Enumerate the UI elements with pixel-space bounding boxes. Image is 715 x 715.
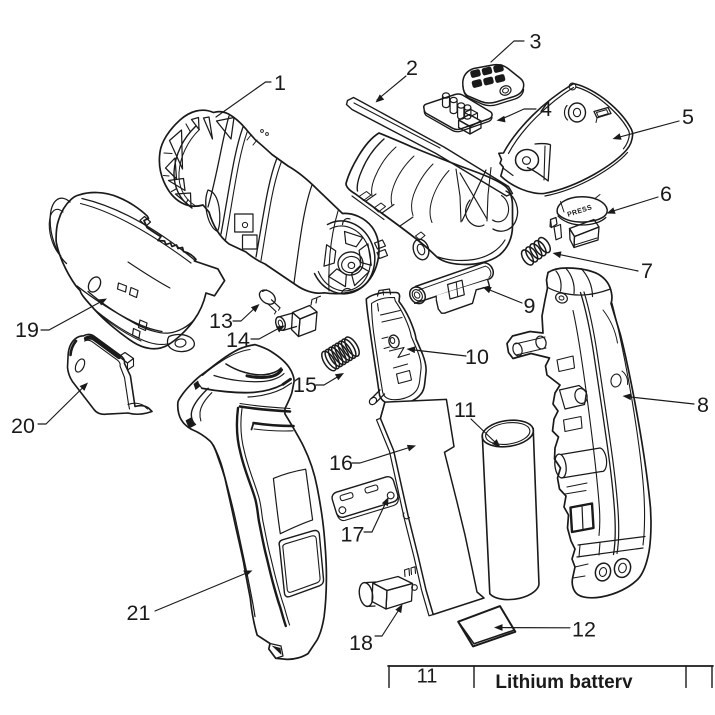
svg-text:20: 20: [11, 414, 35, 438]
svg-text:14: 14: [226, 328, 250, 352]
svg-text:1: 1: [274, 71, 286, 95]
svg-text:11: 11: [417, 666, 438, 688]
svg-text:7: 7: [641, 259, 653, 283]
svg-text:13: 13: [209, 309, 233, 333]
svg-text:16: 16: [329, 451, 353, 475]
svg-text:8: 8: [697, 393, 709, 417]
svg-text:4: 4: [540, 97, 552, 121]
svg-text:18: 18: [349, 631, 373, 655]
svg-text:6: 6: [660, 182, 672, 206]
svg-text:19: 19: [15, 318, 39, 342]
svg-text:5: 5: [682, 105, 694, 129]
svg-text:10: 10: [465, 345, 489, 369]
svg-text:2: 2: [406, 56, 418, 80]
svg-text:17: 17: [341, 523, 365, 547]
svg-text:11: 11: [454, 398, 476, 422]
svg-text:3: 3: [530, 30, 542, 54]
svg-text:12: 12: [572, 618, 596, 642]
svg-text:21: 21: [127, 601, 151, 625]
svg-text:15: 15: [293, 373, 317, 397]
svg-text:9: 9: [524, 294, 536, 318]
svg-text:Lithium battery: Lithium battery: [495, 672, 633, 693]
